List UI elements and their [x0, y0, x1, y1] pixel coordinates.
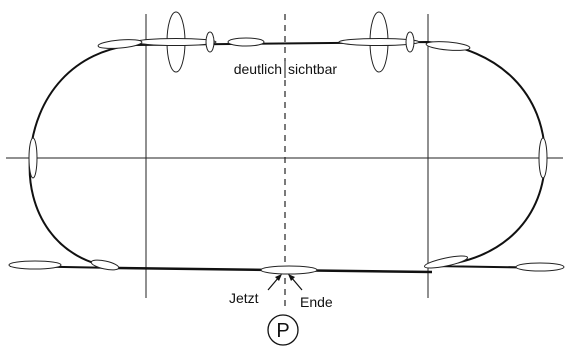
label-jetzt: Jetzt — [229, 290, 259, 306]
circuit-path — [9, 40, 561, 269]
glider-icon — [90, 259, 120, 271]
glider-icon — [28, 137, 38, 179]
label-sichtbar: sichtbar — [288, 61, 337, 77]
label-ende: Ende — [300, 294, 333, 310]
position-label: P — [276, 320, 289, 342]
arrow-icon — [288, 274, 303, 291]
arrow-icon — [267, 274, 282, 291]
glider-icon — [515, 262, 565, 272]
glider-icon — [227, 37, 265, 47]
glider-icon — [97, 39, 143, 49]
glider-icon — [135, 11, 217, 73]
glider-icon — [423, 255, 469, 269]
glider-icon — [8, 260, 62, 270]
glider-icon — [538, 137, 548, 179]
position-marker — [267, 314, 299, 346]
label-deutlich: deutlich — [234, 61, 282, 77]
glider-icon — [425, 41, 471, 51]
glider-icon — [338, 11, 420, 73]
glider-icon — [260, 265, 318, 275]
